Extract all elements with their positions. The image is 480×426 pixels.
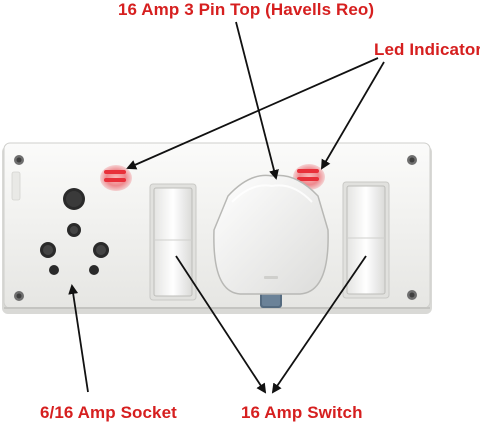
brand-emboss [11, 171, 21, 201]
mounting-screw-icon [14, 155, 417, 301]
rocker-switch-left[interactable] [149, 183, 197, 301]
socket-icon [40, 188, 109, 275]
arrow-to-switch-right [271, 255, 367, 394]
arrow-to-led-right [320, 61, 385, 170]
arrow-to-switch-left [175, 255, 267, 394]
led-indicator-icon [100, 165, 132, 191]
switch-label: 16 Amp Switch [241, 403, 363, 422]
arrow-to-led-left [126, 57, 379, 170]
plug-top-label: 16 Amp 3 Pin Top (Havells Reo) [118, 0, 375, 19]
led-indicator-label: Led Indicator [374, 40, 480, 59]
annotation-arrows [68, 21, 385, 394]
rocker-switch-right[interactable] [342, 181, 390, 299]
arrow-to-plug [235, 21, 279, 180]
socket-label: 6/16 Amp Socket [40, 403, 177, 422]
three-pin-plug-icon [213, 174, 329, 308]
arrow-to-socket [68, 284, 89, 393]
